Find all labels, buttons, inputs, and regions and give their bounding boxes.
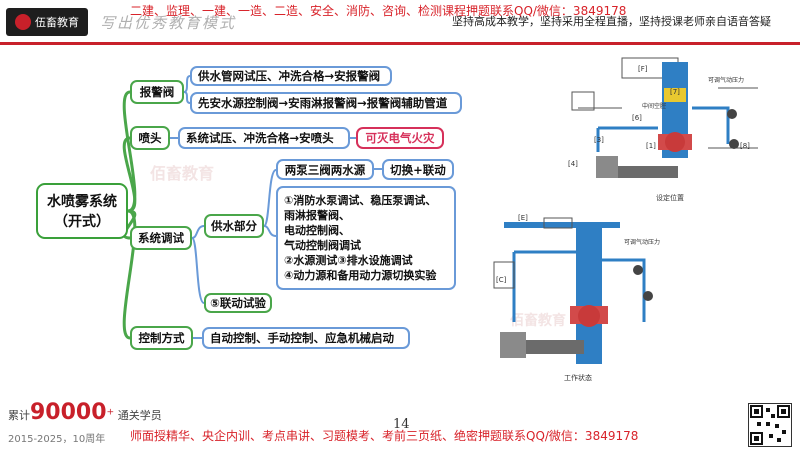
node-label: ⑤联动试验 (210, 296, 266, 310)
branch-label: 报警阀 (139, 85, 175, 99)
watermark: 佰畜教育 (510, 313, 566, 329)
header-bar (0, 0, 800, 44)
item-text: 先安水源控制阀→安雨淋报警阀→报警阀辅助管道 (198, 96, 448, 110)
student-count: 累计90000+ 通关学员 (8, 400, 162, 425)
motor-unit (596, 156, 618, 178)
mindmap-root: 水喷雾系统 （开式） (36, 183, 128, 239)
trim-lines (596, 106, 730, 152)
fig-label-e: [E] (518, 214, 528, 222)
item-text: 自动控制、手动控制、应急机械启动 (210, 331, 394, 345)
watermark: 佰畜教育 (150, 164, 215, 183)
connector-debug-linkage (191, 237, 205, 304)
gauge-box (493, 261, 515, 289)
node-label: 两泵三阀两水源 (284, 162, 366, 177)
branch-label: 系统调试 (138, 231, 184, 245)
top-frame (543, 217, 573, 229)
header-divider (0, 42, 800, 45)
fig-label-4: [4] (568, 160, 578, 168)
node-label: 切换+联动 (390, 162, 446, 177)
gauge-box (571, 91, 595, 111)
gauge (729, 139, 739, 149)
count-prefix: 累计 (8, 409, 30, 422)
count-suffix: + (106, 406, 115, 418)
debug-steps-node: ①消防水泵调试、稳压泵调试、 雨淋报警阀、 电动控制阀、 气动控制阀调试 ②水源… (276, 186, 456, 290)
footer-ad: 师面授精华、央企内训、考点串讲、习题模考、考前三页纸、绝密押题联系QQ/微信：3… (130, 429, 639, 443)
deluge-valve-figure-bottom: [E] [C] 可调气动压力 工作状态 (493, 214, 660, 382)
nozzle-note: 可灭电气火灾 (356, 127, 444, 149)
step-line: ①消防水泵调试、稳压泵调试、 (284, 194, 437, 207)
fig-label-1: [1] (646, 142, 656, 150)
branch-control-mode: 控制方式 (130, 326, 193, 350)
connector-debug-supply (191, 225, 205, 239)
gauge (633, 265, 643, 275)
control-item: 自动控制、手动控制、应急机械启动 (202, 327, 410, 349)
valve-body-yellow (664, 88, 686, 102)
fig-label-pressure: 可调气动压力 (624, 238, 660, 246)
connector-supply-2 (263, 225, 277, 237)
valve-chamber (578, 305, 600, 327)
logo-text: 伍畜教育 (35, 16, 79, 29)
fig-label-6: [6] (632, 114, 642, 122)
brand-logo: 伍畜教育 (6, 8, 88, 36)
node-label: 供水部分 (211, 219, 257, 233)
step-line: 气动控制阀调试 (284, 239, 361, 252)
fig-label-pressure: 可调气动压力 (708, 76, 744, 84)
header-ad-line-1: 二建、监理、一建、一造、二造、安全、消防、咨询、检测课程押题联系QQ/微信：38… (130, 4, 627, 18)
connector-root-nozzle (122, 136, 137, 213)
count-label: 通关学员 (117, 409, 162, 422)
logo-icon (15, 14, 31, 30)
years-text: 2015-2025，10周年 (8, 434, 106, 445)
fig-label-f: [F] (638, 65, 648, 73)
fig-label-3: [3] (594, 136, 604, 144)
signature-text: 写出优秀教育模式 (100, 14, 237, 32)
branch-nozzle: 喷头 (130, 126, 170, 150)
connector-alarm-2 (183, 91, 191, 104)
fig-label-8: [8] (740, 142, 750, 150)
gauge (643, 291, 653, 301)
linkage-test-node: ⑤联动试验 (204, 293, 272, 313)
header-ad-line-2: 坚持高成本教学，坚持采用全程直播，坚持授课老师亲自语音答疑 (452, 15, 771, 28)
fig-caption-bottom: 工作状态 (564, 373, 592, 382)
step-line: ②水源测试③排水设施调试 (284, 254, 413, 267)
page-number: 14 (393, 417, 410, 432)
alarm-valve-item-2: 先安水源控制阀→安雨淋报警阀→报警阀辅助管道 (190, 92, 462, 114)
fig-label-c: [C] (496, 276, 507, 284)
step-line: ④动力源和备用动力源切换实验 (284, 269, 437, 282)
branch-label: 控制方式 (138, 331, 185, 345)
step-line: 雨淋报警阀、 (284, 209, 350, 222)
pumps-valves-node: 两泵三阀两水源 (276, 159, 374, 180)
item-text: 供水管网试压、冲洗合格→安报警阀 (198, 69, 381, 83)
count-number: 90000 (30, 400, 107, 425)
branch-alarm-valve: 报警阀 (130, 80, 184, 104)
alarm-valve-item-1: 供水管网试压、冲洗合格→安报警阀 (190, 66, 392, 86)
connector-supply-1 (263, 169, 277, 227)
fig-caption-top: 设定位置 (656, 193, 684, 202)
fig-label-chamber: 中间空腔 (642, 102, 666, 110)
item-text: 系统试压、冲洗合格→安喷头 (186, 131, 334, 145)
qr-code-icon (748, 403, 792, 447)
motor-unit (500, 332, 526, 358)
root-title: 水喷雾系统 (47, 194, 117, 210)
water-supply-node: 供水部分 (204, 214, 264, 238)
root-subtitle: （开式） (54, 214, 110, 230)
top-pipe (504, 222, 620, 228)
base-flange (524, 340, 584, 354)
note-text: 可灭电气火灾 (365, 131, 435, 145)
nozzle-item: 系统试压、冲洗合格→安喷头 (178, 127, 350, 149)
connector-root-control (122, 209, 137, 340)
valve-chamber (665, 132, 685, 152)
switch-linkage-node: 切换+联动 (382, 159, 454, 180)
branch-label: 喷头 (138, 131, 162, 145)
step-line: 电动控制阀、 (284, 224, 350, 237)
branch-system-debug: 系统调试 (130, 226, 192, 250)
fig-label-7: [7] (670, 88, 680, 96)
base-flange (618, 166, 678, 178)
deluge-valve-figure-top: [F] [7] [6] [1] [3] [4] [8] 中间空腔 可调气动压力 … (568, 57, 758, 202)
gauge (727, 109, 737, 119)
